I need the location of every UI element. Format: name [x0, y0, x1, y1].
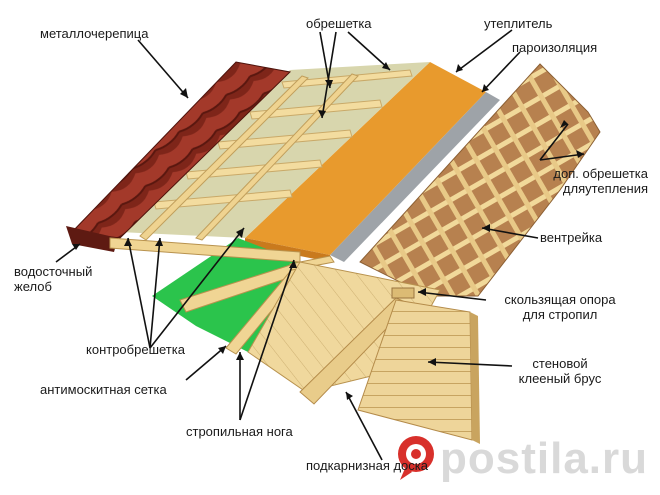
- label-wall-beam-line1: стеновой: [532, 356, 588, 371]
- label-vent: вентрейка: [540, 230, 603, 245]
- leader-lines: [55, 29, 585, 461]
- insulation-layer: [245, 62, 486, 255]
- label-rafter: стропильная нога: [186, 424, 293, 439]
- label-extra-batten-line2: дляутепления: [562, 181, 648, 196]
- label-wall-beam: стеновой клееный брус: [510, 356, 610, 386]
- label-gutter: водосточный желоб: [14, 264, 92, 294]
- label-insulation: утеплитель: [484, 16, 553, 31]
- label-sliding-support-line1: скользящая опора: [504, 292, 616, 307]
- label-extra-batten-line1: доп. обрешетка: [553, 166, 648, 181]
- label-sliding-support: скользящая опора для стропил: [490, 292, 630, 322]
- label-metal-tile: металлочерепица: [40, 26, 149, 41]
- label-extra-batten: доп. обрешетка дляутепления: [520, 166, 648, 196]
- label-batten: обрешетка: [306, 16, 372, 31]
- label-sliding-support-line2: для стропил: [522, 307, 598, 322]
- label-gutter-line2: желоб: [14, 279, 52, 294]
- vapor-barrier-strip: [330, 92, 500, 262]
- label-counter-batten: контробрешетка: [86, 342, 185, 357]
- label-gutter-line1: водосточный: [14, 264, 93, 279]
- pin-icon: [398, 436, 434, 480]
- sliding-support: [391, 287, 415, 299]
- label-wall-beam-line2: клееный брус: [518, 371, 602, 386]
- watermark-text: postila.ru: [440, 434, 649, 483]
- arrow-heads: [72, 62, 584, 400]
- gutter: [66, 226, 118, 252]
- label-fascia: подкарнизная доска: [306, 458, 428, 473]
- label-mosquito-net: антимоскитная сетка: [40, 382, 167, 397]
- counter-batten-strips: [139, 73, 359, 241]
- label-vapor-barrier: пароизоляция: [512, 40, 598, 55]
